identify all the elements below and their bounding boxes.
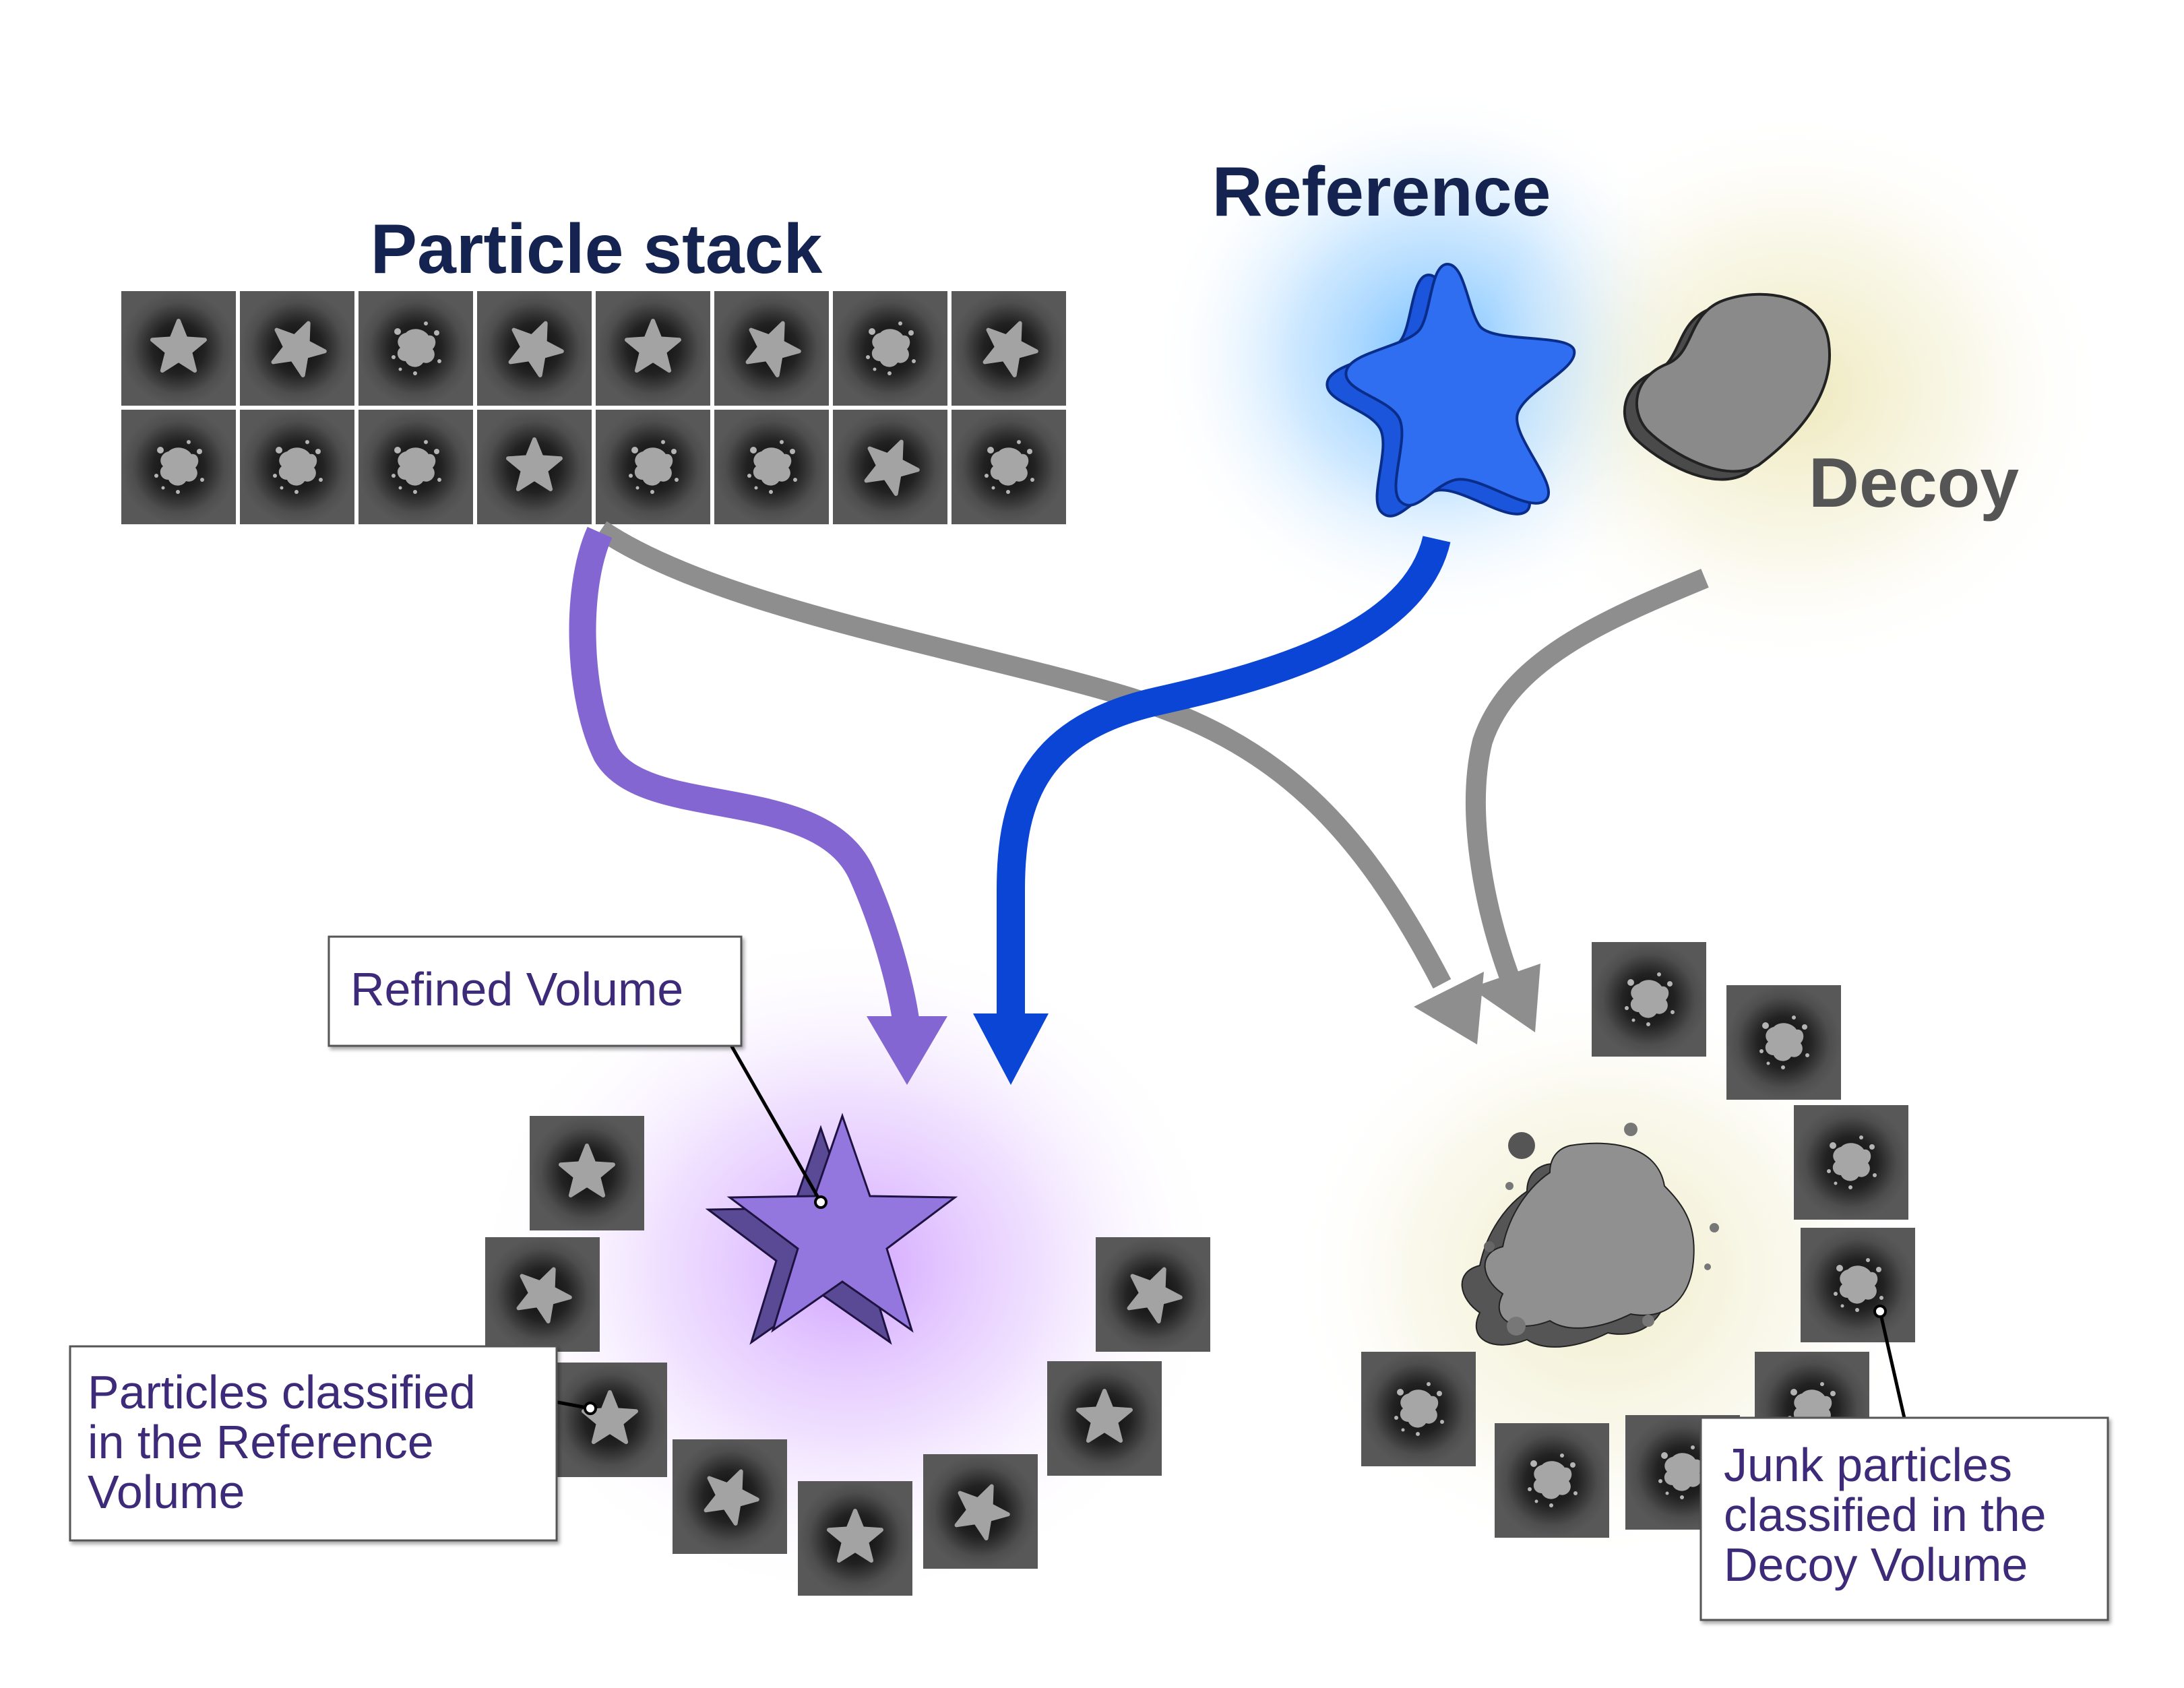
classified-particle-tile xyxy=(1047,1361,1162,1476)
decoy-to-volume-arrowhead xyxy=(1470,964,1540,1032)
particle-tile-junk xyxy=(951,410,1066,524)
decoy-volume-splat-icon xyxy=(1461,1123,1719,1348)
particle-tile-junk xyxy=(358,410,473,524)
classified-particle-tile xyxy=(485,1237,600,1352)
reference-title: Reference xyxy=(1212,153,1551,231)
classified-particle-tile xyxy=(1801,1228,1915,1342)
reference-particles-callout: Particles classified in the Reference Vo… xyxy=(69,1345,597,1542)
classified-particle-tile xyxy=(1592,942,1706,1057)
refined-volume-label: Refined Volume xyxy=(350,963,683,1015)
decoy-particles-label-line-2: classified in the xyxy=(1724,1489,2047,1541)
classified-particle-tile xyxy=(1495,1423,1609,1538)
classified-particle-tile xyxy=(673,1439,787,1554)
classified-particle-tile xyxy=(1794,1105,1908,1220)
decoy-particles-label-line-3: Decoy Volume xyxy=(1724,1538,2028,1591)
classified-particle-tile xyxy=(1726,985,1841,1100)
decoy-to-volume-arrow xyxy=(1466,569,1709,981)
decoy-title: Decoy xyxy=(1809,444,2019,522)
stack-to-decoy-arrow xyxy=(595,521,1452,989)
reference-to-refined-arrowhead xyxy=(973,1013,1049,1085)
classified-particle-tile xyxy=(798,1481,912,1596)
particle-tile-star xyxy=(121,291,236,406)
decoy-particles-leader xyxy=(1878,1311,1909,1431)
classified-particle-tile xyxy=(923,1454,1038,1569)
classified-particle-tile xyxy=(1361,1352,1476,1466)
particle-tile-star xyxy=(477,291,592,406)
stack-to-refined-arrow xyxy=(569,526,920,1026)
classified-particle-tile xyxy=(553,1363,667,1477)
particle-tile-star xyxy=(596,291,710,406)
particle-tile-junk xyxy=(358,291,473,406)
particle-tile-star xyxy=(951,291,1066,406)
classified-particle-tile xyxy=(530,1116,644,1230)
particle-tile-junk xyxy=(240,410,354,524)
decoy-blob-icon xyxy=(1623,292,1832,481)
particle-stack-title: Particle stack xyxy=(371,210,823,288)
reference-particles-label-line-3: Volume xyxy=(88,1466,245,1518)
particle-tile-star xyxy=(833,410,947,524)
particle-tile-junk xyxy=(596,410,710,524)
decoy-particles-callout: Junk particles classified in the Decoy V… xyxy=(1699,1305,2109,1621)
refined-volume-star-icon xyxy=(705,1113,958,1345)
particle-tile-star xyxy=(477,410,592,524)
particle-tile-star xyxy=(240,291,354,406)
refined-volume-callout: Refined Volume xyxy=(327,935,828,1209)
refined-volume-leader xyxy=(722,1031,823,1204)
classified-particle-tile xyxy=(1096,1237,1210,1352)
flow-arrows xyxy=(569,521,1709,1085)
reference-particles-label-line-1: Particles classified xyxy=(88,1366,476,1418)
decoy-particles-label-line-1: Junk particles xyxy=(1724,1439,2012,1491)
reference-to-refined-arrow xyxy=(997,535,1451,1018)
particle-tile-junk xyxy=(833,291,947,406)
particle-tile-junk xyxy=(121,410,236,524)
stack-to-decoy-arrowhead xyxy=(1414,972,1484,1044)
stack-to-refined-arrowhead xyxy=(867,1016,947,1085)
particle-stack-grid xyxy=(119,288,1071,524)
reference-star-icon xyxy=(1325,262,1576,518)
reference-particles-label-line-2: in the Reference xyxy=(88,1416,434,1468)
particle-tile-star xyxy=(714,291,829,406)
particle-tile-junk xyxy=(714,410,829,524)
